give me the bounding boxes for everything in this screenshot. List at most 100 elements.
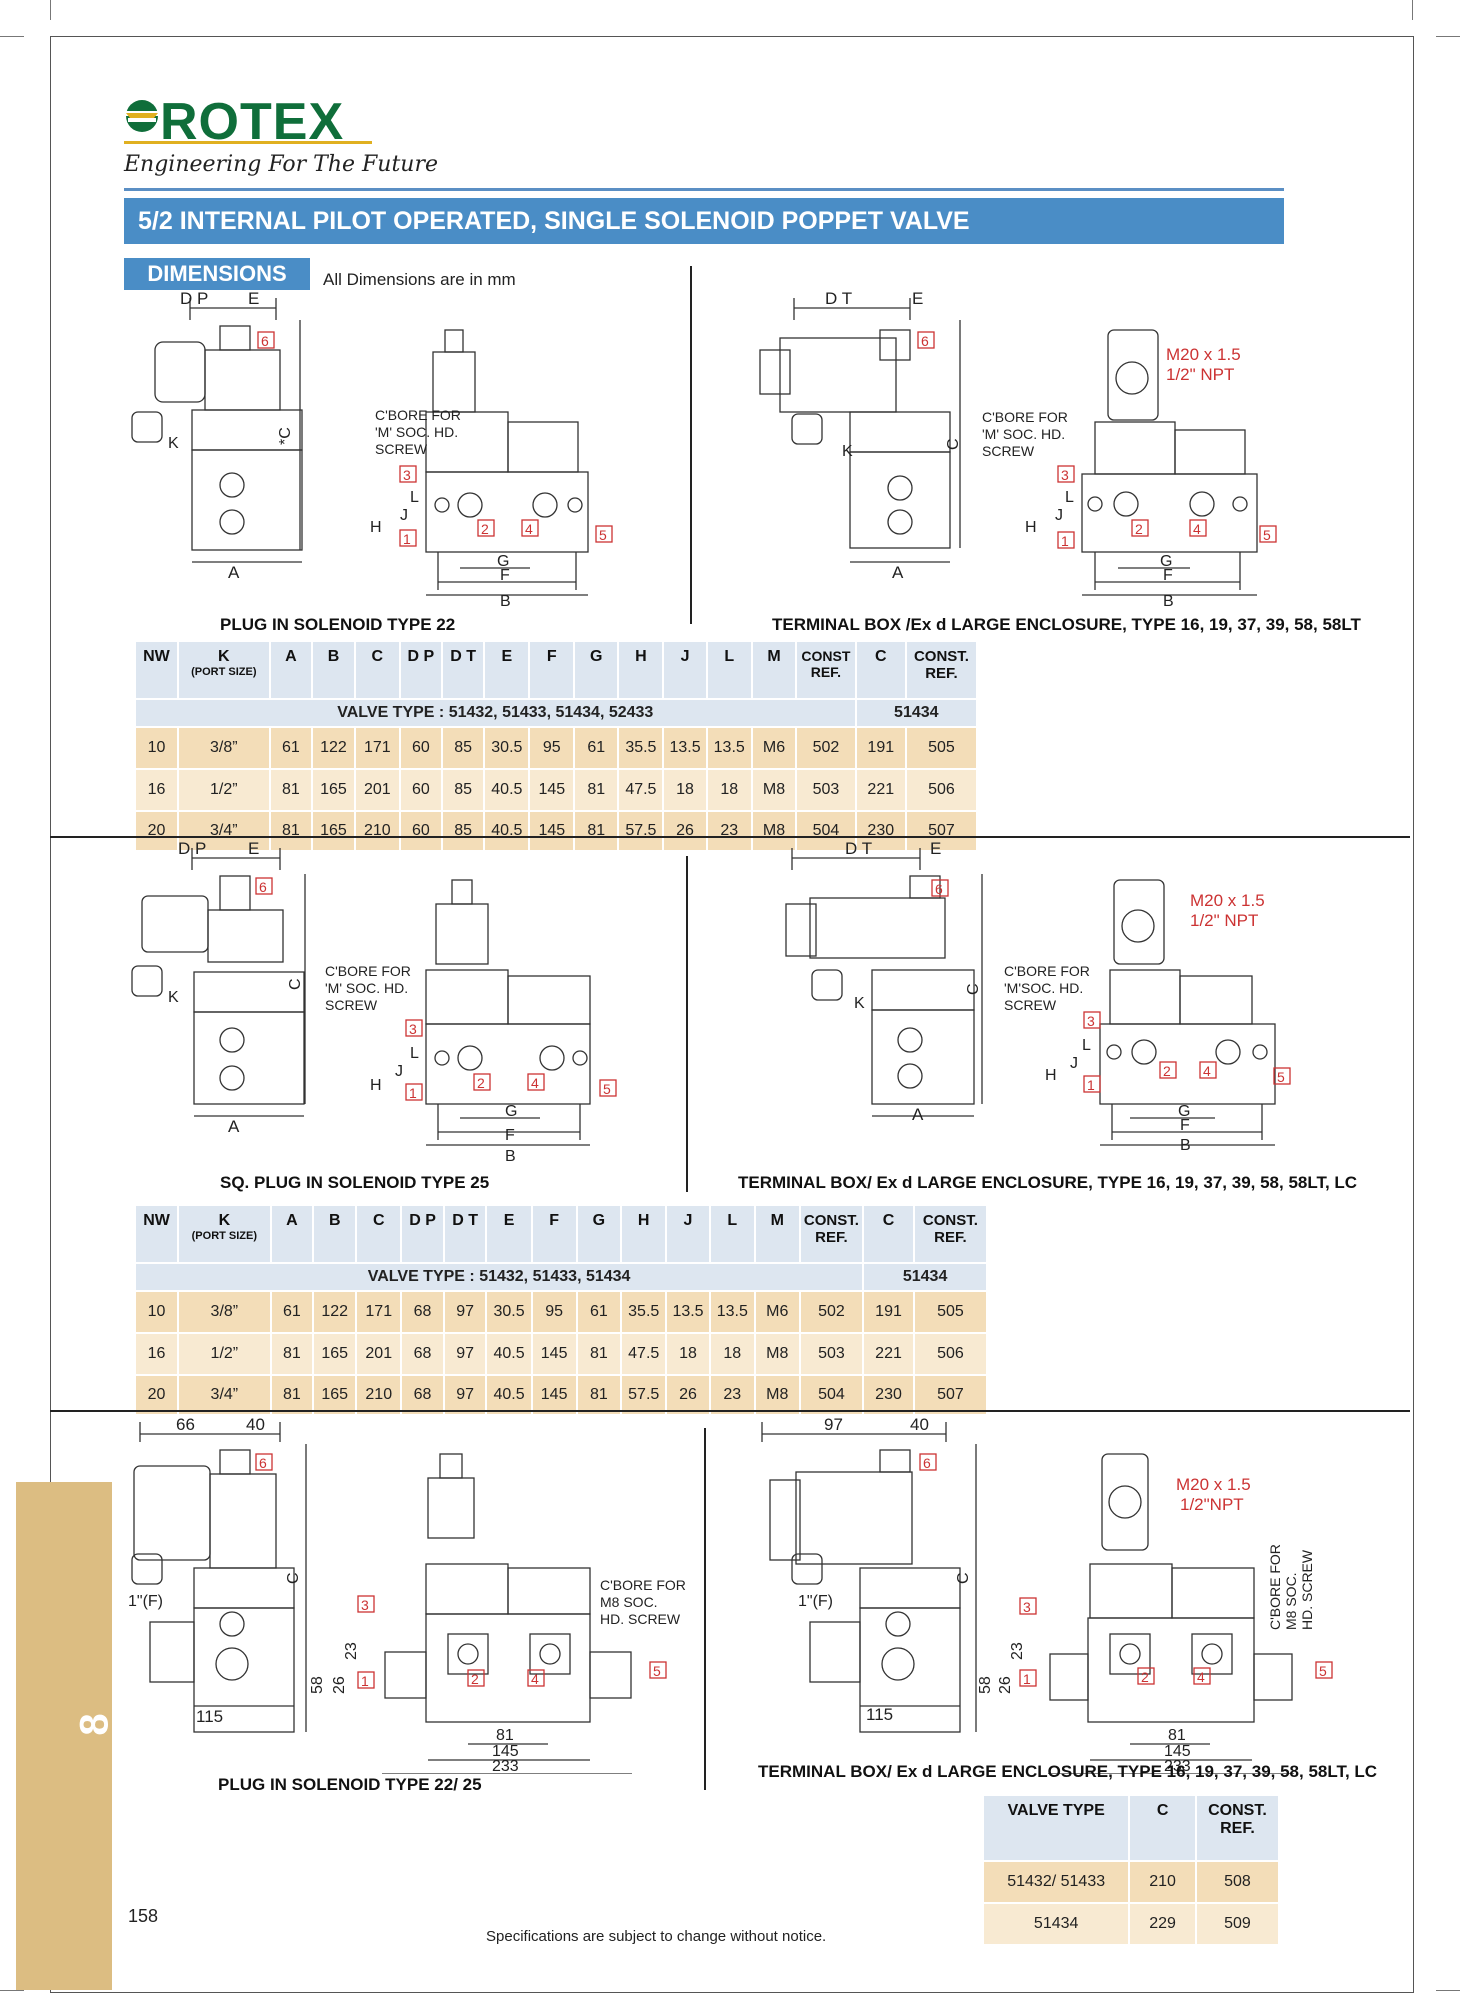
dim-81: 81 xyxy=(496,1727,514,1744)
label-k-2: K xyxy=(842,443,853,460)
valve-type-row: VALVE TYPE : 51432, 51433, 51434, 52433 … xyxy=(136,699,979,728)
label-g: G xyxy=(505,1103,517,1120)
dim-145-2: 145 xyxy=(1164,1743,1191,1760)
table-header-row: NW K(PORT SIZE) A B C D P D T E F G H J … xyxy=(136,1206,989,1264)
label-a: A xyxy=(228,563,240,582)
title-rule xyxy=(124,188,1284,191)
table-header: F xyxy=(531,1206,578,1264)
label-g-2: G xyxy=(1178,1103,1190,1120)
port-label-4-2: 4 xyxy=(1197,1669,1205,1685)
caption-d2-left: SQ. PLUG IN SOLENOID TYPE 25 xyxy=(220,1173,490,1192)
table-header: H xyxy=(621,1206,668,1264)
label-g-2: G xyxy=(1160,553,1172,570)
label-k: K xyxy=(168,435,179,452)
page-frame xyxy=(50,36,1414,1993)
dim-66: 66 xyxy=(176,1415,195,1434)
dim-23-2: 23 xyxy=(1009,1642,1026,1660)
table-header: CONST. REF. xyxy=(905,642,979,700)
dim-145: 145 xyxy=(492,1743,519,1760)
label-g: G xyxy=(497,553,509,570)
cbore-note-2c: 'M'SOC. HD. xyxy=(1004,980,1083,996)
caption-d1-right: TERMINAL BOX /Ex d LARGE ENCLOSURE, TYPE… xyxy=(772,615,1361,634)
label-h: H xyxy=(370,519,382,536)
label-l: L xyxy=(410,1045,419,1062)
label-c-2: C xyxy=(965,983,982,995)
caption-d1-left: PLUG IN SOLENOID TYPE 22 xyxy=(220,615,456,634)
port-label-2: 2 xyxy=(471,1671,479,1687)
dim-40: 40 xyxy=(246,1415,265,1434)
drawing-set-3: 66 40 1"(F) C 115 6 81 145 233 58 26 23 … xyxy=(128,1415,1333,1774)
port-label-4: 4 xyxy=(525,521,533,537)
cbore-note-1: C'BORE FOR xyxy=(375,407,461,423)
label-j: J xyxy=(395,1063,403,1080)
table-header: F xyxy=(529,642,576,700)
port-label-5: 5 xyxy=(599,527,607,543)
cbore-note-3b: SCREW xyxy=(982,443,1035,459)
table-header: L xyxy=(706,642,753,700)
divider-vertical xyxy=(690,266,692,624)
label-b-2: B xyxy=(1163,593,1174,610)
label-f-2: F xyxy=(1180,1117,1190,1134)
table-header: CONST. REF. xyxy=(913,1206,989,1264)
label-l-2: L xyxy=(1082,1037,1091,1054)
port-label-4: 4 xyxy=(531,1671,539,1687)
section-divider xyxy=(50,836,1410,838)
label-b-2: B xyxy=(1180,1137,1191,1154)
table-header: D P xyxy=(399,642,444,700)
table-header: NW xyxy=(136,1206,180,1264)
table-header: CONST. REF. xyxy=(799,1206,865,1264)
table-header: H xyxy=(618,642,665,700)
table-header: K(PORT SIZE) xyxy=(177,642,271,700)
crop-mark xyxy=(50,0,51,20)
label-j: J xyxy=(400,507,408,524)
table-header-row: NW K(PORT SIZE) A B C D P D T E F G H J … xyxy=(136,642,979,700)
chapter-number: 8 xyxy=(72,1713,117,1736)
table-header: C xyxy=(354,642,401,700)
port-label-4-2: 4 xyxy=(1203,1063,1211,1079)
label-e-2: E xyxy=(930,840,941,858)
cbore-note-1b: C'BORE FOR xyxy=(982,409,1068,425)
crop-mark xyxy=(0,1990,24,1991)
section-divider xyxy=(50,1410,1410,1412)
port-label-2: 2 xyxy=(477,1075,485,1091)
port-label-1-2: 1 xyxy=(1061,533,1069,549)
table-header: G xyxy=(576,1206,623,1264)
table-header: B xyxy=(312,642,356,700)
label-b: B xyxy=(500,593,511,610)
dim-81-2: 81 xyxy=(1168,1727,1186,1744)
dim-58-2: 58 xyxy=(977,1676,994,1694)
dim-26: 26 xyxy=(331,1676,348,1694)
spec-table-1: NW K(PORT SIZE) A B C D P D T E F G H J … xyxy=(136,642,979,852)
table-header: C xyxy=(1129,1796,1197,1862)
table-header: C xyxy=(863,1206,915,1264)
chapter-tab xyxy=(16,1482,112,1990)
drawing-set-2: D P E K C A 6 G F B C'BORE FOR 'M' SOC. … xyxy=(131,840,1291,1165)
label-c-2: C xyxy=(955,1572,972,1584)
label-f: F xyxy=(505,1127,515,1144)
table-header: J xyxy=(663,642,708,700)
table-header: D T xyxy=(443,1206,488,1264)
port-label-3: 3 xyxy=(409,1021,417,1037)
caption-d3-right: TERMINAL BOX/ Ex d LARGE ENCLOSURE, TYPE… xyxy=(758,1762,1378,1781)
crop-mark xyxy=(0,36,24,37)
port-label-6: 6 xyxy=(259,879,267,895)
label-1f: 1"(F) xyxy=(128,1593,163,1610)
table-header: D T xyxy=(442,642,486,700)
dim-26-2: 26 xyxy=(997,1676,1014,1694)
port-label-6-2: 6 xyxy=(921,333,929,349)
table-header: NW xyxy=(136,642,179,700)
label-a: A xyxy=(228,1117,240,1136)
label-a-2: A xyxy=(912,1105,924,1124)
label-dp: D P xyxy=(178,840,206,858)
npt-note-2: 1/2" NPT xyxy=(1190,911,1258,930)
cbore-m8-1: C'BORE FOR xyxy=(600,1577,686,1593)
table-header: CONST REF. xyxy=(796,642,857,700)
valve-type-row: VALVE TYPE : 51432, 51433, 51434 51434 xyxy=(136,1263,988,1292)
table-header: M xyxy=(754,1206,801,1264)
cbore-m8-2-2: M8 SOC. xyxy=(1283,1572,1299,1630)
port-label-5: 5 xyxy=(603,1081,611,1097)
